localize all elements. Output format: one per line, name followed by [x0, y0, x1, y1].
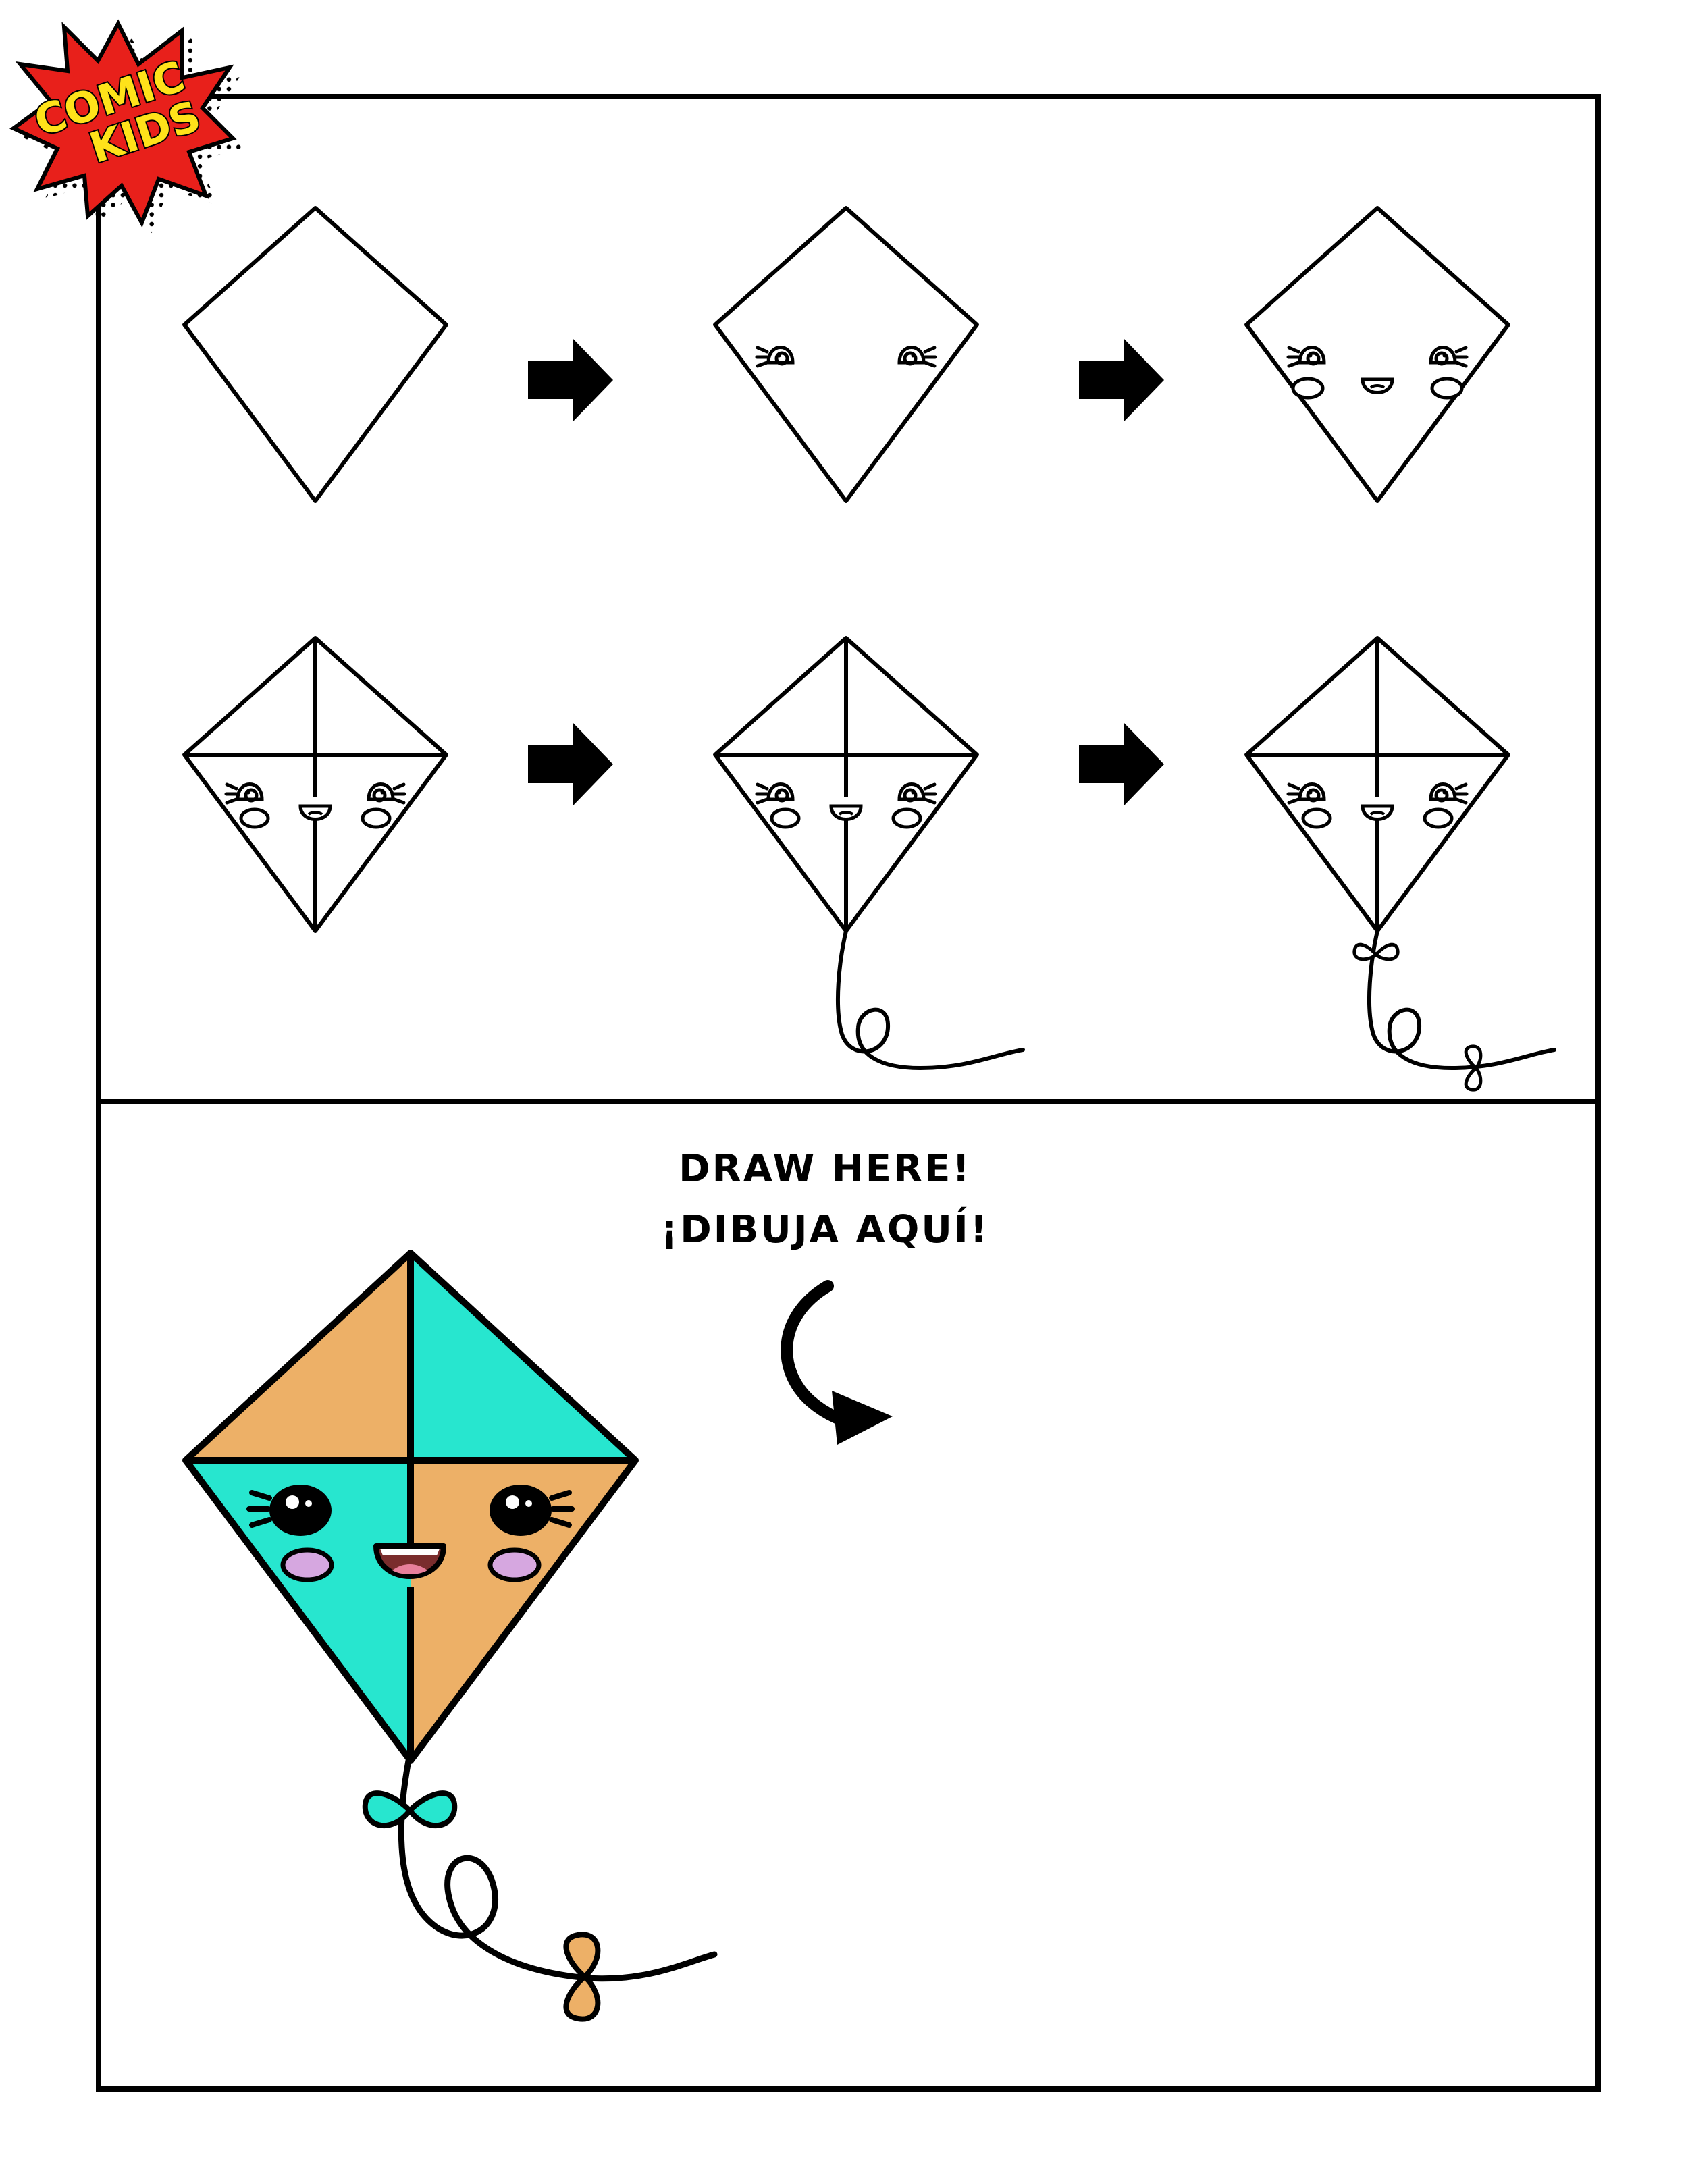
- right-cheek: [487, 1547, 542, 1582]
- mouth: [1363, 806, 1392, 820]
- worksheet-frame: [96, 94, 1601, 2092]
- step-2-kite: [713, 206, 979, 503]
- right-eye: [899, 784, 935, 803]
- arrow-right-icon: [1079, 338, 1164, 422]
- arrow-right-icon: [528, 338, 613, 422]
- right-cheek: [891, 807, 922, 829]
- left-cheek: [1291, 377, 1325, 400]
- drawing-area[interactable]: [743, 1472, 1553, 2066]
- curved-arrow-icon: [781, 1280, 893, 1445]
- right-eye: [899, 348, 935, 367]
- right-eye: [1431, 348, 1467, 367]
- step-4-kite: [182, 636, 448, 933]
- right-eye: [1431, 784, 1467, 803]
- mouth: [831, 806, 861, 820]
- step-3-kite: [1244, 206, 1510, 503]
- mouth: [300, 806, 330, 820]
- right-eye: [490, 1485, 575, 1536]
- mouth: [373, 1543, 446, 1579]
- left-eye: [757, 784, 793, 803]
- colored-kite: [182, 1250, 718, 2022]
- step-1-kite: [182, 206, 448, 503]
- right-cheek: [361, 807, 392, 829]
- step-5-kite: [713, 636, 1025, 1071]
- top-bow: [362, 1790, 458, 1829]
- mouth: [1363, 379, 1392, 393]
- kite-outline: [1244, 206, 1510, 503]
- step-6-kite: [1244, 636, 1556, 1090]
- left-eye: [757, 348, 793, 367]
- comic-burst-logo: COMIC KIDS: [9, 19, 245, 234]
- kite-tail: [398, 1757, 718, 1982]
- left-eye: [226, 784, 262, 803]
- arrow-right-icon: [1079, 722, 1164, 806]
- left-cheek: [239, 807, 270, 829]
- left-cheek: [280, 1547, 334, 1582]
- kite-outline: [182, 206, 448, 503]
- instruction-spanish: ¡DIBUJA AQUÍ!: [661, 1207, 989, 1252]
- right-cheek: [1423, 807, 1454, 829]
- kite-tail: [836, 929, 1025, 1071]
- right-eye: [369, 784, 404, 803]
- left-cheek: [770, 807, 801, 829]
- right-cheek: [1430, 377, 1464, 400]
- tail-bow: [563, 1932, 601, 2022]
- arrow-right-icon: [528, 722, 613, 806]
- left-eye: [246, 1485, 332, 1536]
- left-eye: [1288, 784, 1324, 803]
- kite-outline: [713, 206, 979, 503]
- left-eye: [1288, 348, 1324, 367]
- left-cheek: [1301, 807, 1332, 829]
- instruction-english: DRAW HERE!: [679, 1147, 972, 1191]
